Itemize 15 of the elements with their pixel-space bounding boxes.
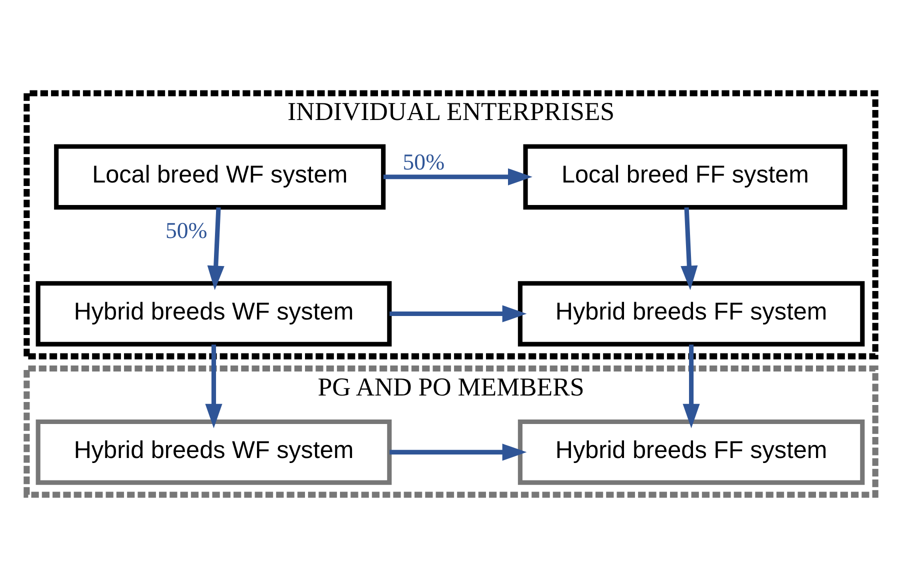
arrow	[680, 206, 698, 290]
arrow	[383, 168, 532, 185]
arrow	[207, 206, 224, 290]
arrow	[390, 443, 527, 460]
edge-label: 50%	[165, 217, 208, 242]
arrow	[682, 344, 700, 428]
arrow	[205, 344, 222, 428]
node-box: Local breed FF system	[523, 144, 848, 210]
node-box: Hybrid breeds FF system	[518, 280, 865, 346]
node-box: Hybrid breeds WF system	[36, 280, 392, 346]
arrow	[390, 304, 527, 322]
edge-label: 50%	[402, 148, 445, 174]
node-box: Hybrid breeds FF system	[518, 418, 865, 484]
node-box: Local breed WF system	[54, 144, 386, 210]
node-box: Hybrid breeds WF system	[36, 418, 392, 484]
